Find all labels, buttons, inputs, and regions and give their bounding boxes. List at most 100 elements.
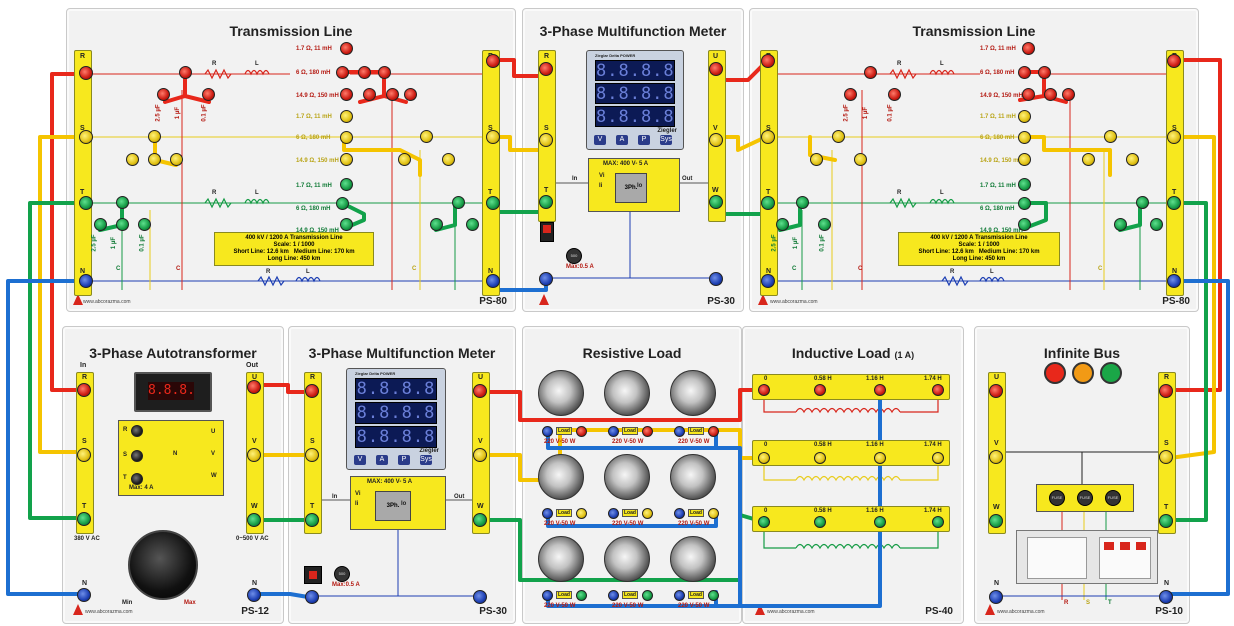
capacitor-terminal[interactable]: [864, 66, 877, 79]
inductor-terminal[interactable]: [874, 384, 886, 396]
capacitor-terminal[interactable]: [888, 88, 901, 101]
inductor-terminal[interactable]: [932, 516, 944, 528]
capacitor-terminal[interactable]: [776, 218, 789, 231]
terminal-u[interactable]: [247, 380, 261, 394]
capacitor-terminal[interactable]: [1104, 130, 1117, 143]
capacitor-terminal[interactable]: [810, 153, 823, 166]
terminal-t-out[interactable]: [1167, 196, 1181, 210]
load-terminal[interactable]: [542, 508, 553, 519]
load-terminal[interactable]: [576, 590, 587, 601]
capacitor-terminal[interactable]: [404, 88, 417, 101]
terminal-n[interactable]: [539, 272, 553, 286]
inductor-terminal[interactable]: [814, 452, 826, 464]
fuse-holder[interactable]: 500: [334, 566, 350, 582]
capacitor-terminal[interactable]: [1126, 153, 1139, 166]
terminal-r-out[interactable]: [1167, 54, 1181, 68]
terminal-t[interactable]: [1159, 514, 1173, 528]
terminal-u[interactable]: [989, 384, 1003, 398]
tap-terminal[interactable]: [131, 450, 143, 462]
impedance-terminal[interactable]: [378, 66, 391, 79]
meter-button-p[interactable]: P: [398, 455, 410, 465]
terminal-w[interactable]: [989, 514, 1003, 528]
load-terminal[interactable]: [576, 508, 587, 519]
rcd-breaker[interactable]: [1027, 537, 1087, 579]
capacitor-terminal[interactable]: [1136, 196, 1149, 209]
capacitor-terminal[interactable]: [818, 218, 831, 231]
terminal-t-in[interactable]: [79, 196, 93, 210]
load-terminal[interactable]: [674, 426, 685, 437]
terminal-r[interactable]: [77, 383, 91, 397]
impedance-terminal[interactable]: [1018, 131, 1031, 144]
capacitor-terminal[interactable]: [1044, 88, 1057, 101]
inductor-terminal[interactable]: [758, 452, 770, 464]
mcb-breaker[interactable]: [1099, 537, 1151, 579]
inductor-terminal[interactable]: [932, 452, 944, 464]
impedance-terminal[interactable]: [340, 218, 353, 231]
meter-button-p[interactable]: P: [638, 135, 650, 145]
inductor-terminal[interactable]: [758, 384, 770, 396]
terminal-r-out[interactable]: [486, 54, 500, 68]
inductor-terminal[interactable]: [874, 452, 886, 464]
load-terminal[interactable]: [708, 426, 719, 437]
impedance-terminal[interactable]: [1018, 197, 1031, 210]
meter-button-a[interactable]: A: [616, 135, 628, 145]
impedance-terminal[interactable]: [340, 42, 353, 55]
meter-button-sys[interactable]: Sys: [420, 455, 432, 465]
load-terminal[interactable]: [674, 590, 685, 601]
terminal-s-in[interactable]: [761, 130, 775, 144]
terminal-u[interactable]: [473, 384, 487, 398]
impedance-terminal[interactable]: [340, 178, 353, 191]
terminal-r[interactable]: [539, 62, 553, 76]
capacitor-terminal[interactable]: [452, 196, 465, 209]
power-switch[interactable]: [304, 566, 322, 584]
load-terminal[interactable]: [608, 426, 619, 437]
capacitor-terminal[interactable]: [420, 130, 433, 143]
fuse-holder[interactable]: FUSE: [1049, 490, 1065, 506]
terminal-r-in[interactable]: [79, 66, 93, 80]
terminal-n[interactable]: [247, 588, 261, 602]
tap-terminal[interactable]: [131, 473, 143, 485]
terminal-n[interactable]: [1159, 590, 1173, 604]
inductor-terminal[interactable]: [874, 516, 886, 528]
capacitor-terminal[interactable]: [148, 130, 161, 143]
terminal-v[interactable]: [247, 448, 261, 462]
impedance-terminal[interactable]: [358, 66, 371, 79]
capacitor-terminal[interactable]: [430, 218, 443, 231]
meter-button-sys[interactable]: Sys: [660, 135, 672, 145]
load-terminal[interactable]: [608, 590, 619, 601]
load-terminal[interactable]: [542, 590, 553, 601]
terminal-n-in[interactable]: [761, 274, 775, 288]
terminal-s-out[interactable]: [1167, 130, 1181, 144]
terminal-t[interactable]: [539, 195, 553, 209]
terminal-s[interactable]: [1159, 450, 1173, 464]
capacitor-terminal[interactable]: [170, 153, 183, 166]
impedance-terminal[interactable]: [1018, 178, 1031, 191]
meter-button-v[interactable]: V: [354, 455, 366, 465]
terminal-t-in[interactable]: [761, 196, 775, 210]
load-terminal[interactable]: [642, 508, 653, 519]
terminal-w[interactable]: [709, 195, 723, 209]
inductor-terminal[interactable]: [932, 384, 944, 396]
terminal-t-out[interactable]: [486, 196, 500, 210]
fuse-holder[interactable]: FUSE: [1105, 490, 1121, 506]
terminal-n[interactable]: [473, 590, 487, 604]
capacitor-terminal[interactable]: [202, 88, 215, 101]
terminal-n-in[interactable]: [79, 274, 93, 288]
power-switch[interactable]: [540, 222, 554, 242]
terminal-r[interactable]: [1159, 384, 1173, 398]
terminal-w[interactable]: [247, 513, 261, 527]
terminal-n-out[interactable]: [486, 274, 500, 288]
impedance-terminal[interactable]: [336, 197, 349, 210]
terminal-v[interactable]: [709, 133, 723, 147]
capacitor-terminal[interactable]: [126, 153, 139, 166]
impedance-terminal[interactable]: [1022, 42, 1035, 55]
capacitor-terminal[interactable]: [157, 88, 170, 101]
terminal-s-in[interactable]: [79, 130, 93, 144]
impedance-terminal[interactable]: [1018, 218, 1031, 231]
inductor-terminal[interactable]: [758, 516, 770, 528]
terminal-n[interactable]: [709, 272, 723, 286]
load-terminal[interactable]: [708, 590, 719, 601]
capacitor-terminal[interactable]: [1150, 218, 1163, 231]
capacitor-terminal[interactable]: [442, 153, 455, 166]
tap-terminal[interactable]: [131, 425, 143, 437]
